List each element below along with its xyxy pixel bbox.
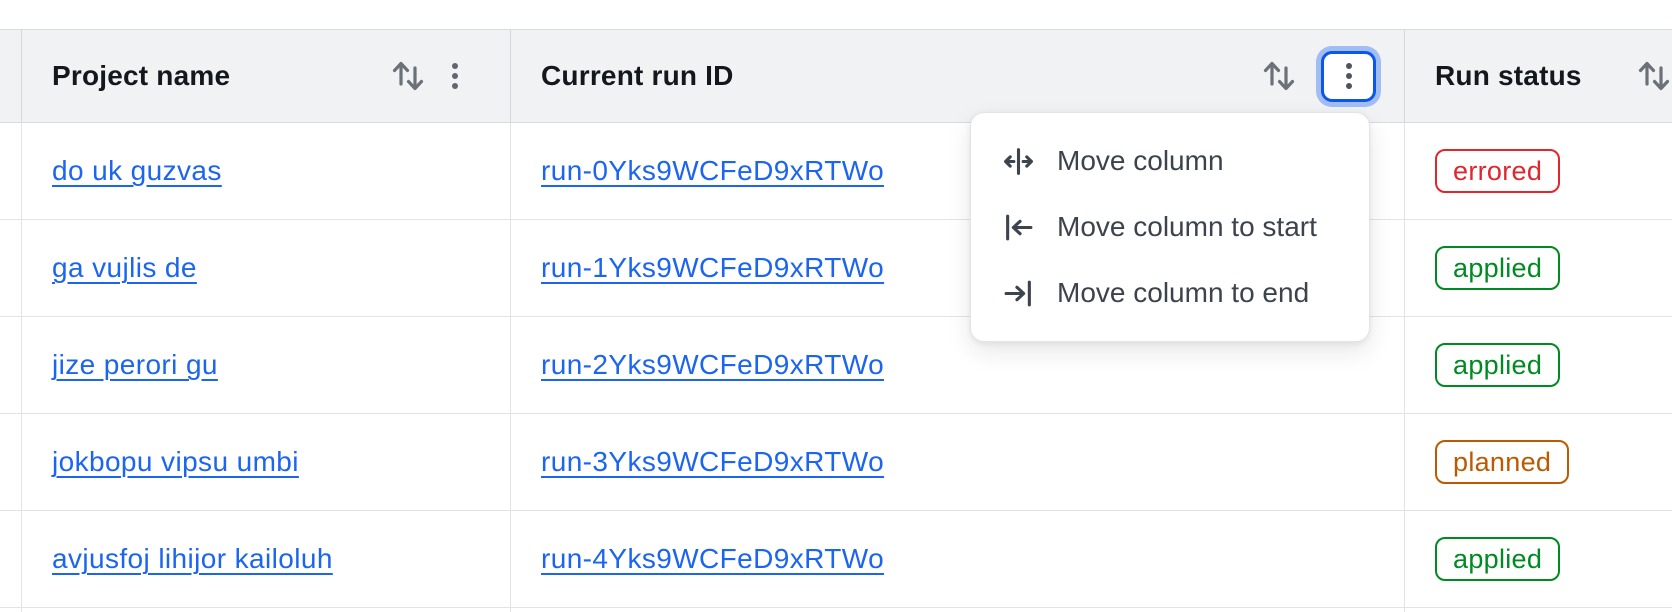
menu-item-move-column-to-start[interactable]: Move column to start <box>971 194 1369 260</box>
menu-item-label: Move column to start <box>1057 211 1317 242</box>
projects-table: Project name Curre <box>0 29 1672 612</box>
project-link[interactable]: ga vujlis de <box>52 252 197 283</box>
column-actions-menu: Move column Move column to start Move co… <box>970 112 1370 342</box>
column-label: Current run ID <box>541 60 734 91</box>
run-id-link[interactable]: run-3Yks9WCFeD9xRTWo <box>541 446 885 477</box>
table-row-partial <box>0 608 1672 612</box>
status-badge: planned <box>1435 440 1570 484</box>
scrolled-out-column-remnant <box>0 414 22 510</box>
move-column-icon <box>1004 147 1033 175</box>
menu-item-label: Move column to end <box>1057 277 1310 308</box>
status-badge: applied <box>1435 246 1561 290</box>
project-link[interactable]: jokbopu vipsu umbi <box>52 446 299 477</box>
table-row: jokbopu vipsu umbi run-3Yks9WCFeD9xRTWo … <box>0 414 1672 511</box>
project-link[interactable]: avjusfoj lihijor kailoluh <box>52 543 333 574</box>
status-badge: applied <box>1435 343 1561 387</box>
column-header-current-run-id: Current run ID <box>511 30 1405 122</box>
kebab-icon[interactable] <box>450 61 460 91</box>
move-column-to-start-icon <box>1006 214 1033 240</box>
run-id-link[interactable]: run-0Yks9WCFeD9xRTWo <box>541 155 885 186</box>
sort-icon[interactable] <box>1261 59 1297 93</box>
scrolled-out-column-remnant <box>0 123 22 219</box>
column-menu-button-focused[interactable] <box>1321 50 1376 102</box>
project-link[interactable]: jize perori gu <box>52 349 218 380</box>
status-badge: applied <box>1435 537 1561 581</box>
menu-item-label: Move column <box>1057 145 1224 176</box>
run-id-link[interactable]: run-1Yks9WCFeD9xRTWo <box>541 252 885 283</box>
table-row: ga vujlis de run-1Yks9WCFeD9xRTWo applie… <box>0 220 1672 317</box>
column-label: Project name <box>52 60 231 91</box>
scrolled-out-column-remnant <box>0 317 22 413</box>
run-id-link[interactable]: run-2Yks9WCFeD9xRTWo <box>541 349 885 380</box>
kebab-icon <box>1345 63 1352 89</box>
scrolled-out-column-remnant <box>0 511 22 607</box>
column-header-run-status: Run status <box>1405 30 1672 122</box>
project-link[interactable]: do uk guzvas <box>52 155 222 186</box>
scrolled-out-column-remnant <box>0 30 22 122</box>
status-badge: errored <box>1435 149 1561 193</box>
scrolled-out-column-remnant <box>0 220 22 316</box>
table-row: avjusfoj lihijor kailoluh run-4Yks9WCFeD… <box>0 511 1672 608</box>
menu-item-move-column[interactable]: Move column <box>971 128 1369 194</box>
column-header-project-name: Project name <box>22 30 511 122</box>
move-column-to-end-icon <box>1004 280 1031 306</box>
run-id-link[interactable]: run-4Yks9WCFeD9xRTWo <box>541 543 885 574</box>
table-row: jize perori gu run-2Yks9WCFeD9xRTWo appl… <box>0 317 1672 414</box>
table-header-row: Project name Curre <box>0 29 1672 123</box>
sort-icon[interactable] <box>390 59 426 93</box>
sort-icon[interactable] <box>1636 59 1672 93</box>
column-label: Run status <box>1435 60 1582 91</box>
menu-item-move-column-to-end[interactable]: Move column to end <box>971 260 1369 326</box>
table-row: do uk guzvas run-0Yks9WCFeD9xRTWo errore… <box>0 123 1672 220</box>
